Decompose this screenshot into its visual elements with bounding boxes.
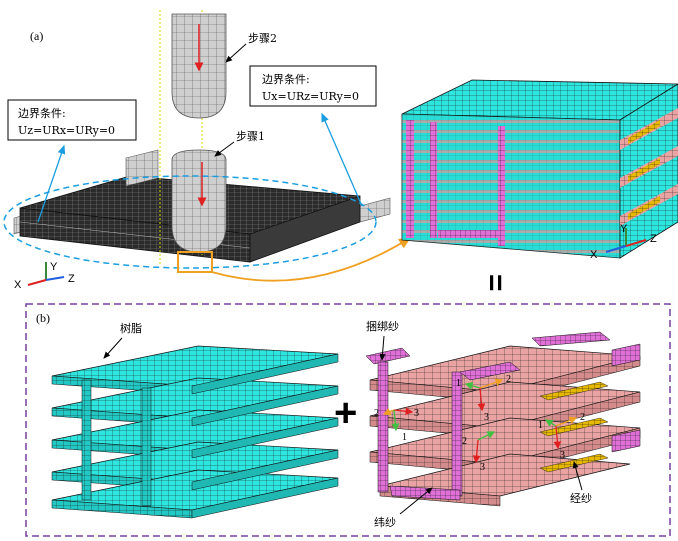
material-direction-triads: 1 2 3 2 3 1 2 3 1 2 3 [374,374,585,473]
dir-label-6: 1 [402,432,407,443]
dir-label-11: 3 [560,450,565,461]
weft-label: 纬纱 [374,516,396,529]
dir-label-4: 2 [374,408,379,419]
bc-right-leader [321,112,363,207]
panel-b-frame [25,303,671,537]
dir-label-2: 2 [506,374,511,385]
fiber-stack [365,331,641,507]
step1-arrow [214,141,235,157]
dir-label-7: 2 [462,436,467,447]
panel-b: (b) 树脂 + [36,311,641,529]
triad-right-z: Z [650,233,657,245]
impactor-step1 [171,149,227,253]
bc-right-title: 边界条件: [262,72,310,86]
bc-left-title: 边界条件: [18,106,66,120]
dir-label-5: 3 [414,408,419,419]
step2-arrow [225,43,247,63]
step2-label: 步骤2 [248,32,277,45]
bc-right-eq: Ux=URz=URy=0 [262,90,359,103]
binder-arrow [379,335,386,361]
dir-label-10: 2 [580,412,585,423]
resin-label: 树脂 [120,321,142,335]
dir-label-3: 3 [484,412,489,423]
equals-sign: = [479,274,512,292]
triad-left-z: Z [68,273,75,285]
step1-label: 步骤1 [236,130,265,143]
warp-arrow [572,461,583,491]
dir-label-9: 1 [538,420,543,431]
bc-right-box: 边界条件: Ux=URz=URy=0 [249,65,377,107]
boundary-ellipse [3,175,377,269]
dir-label-1: 1 [456,378,461,389]
dir-label-8: 3 [480,462,485,473]
warp-label: 经纱 [570,492,592,505]
impactor-step2 [171,13,227,119]
triad-right-y: Y [620,223,628,235]
rve-block [401,79,678,259]
bc-left-eq: Uz=URx=URy=0 [18,124,115,137]
triad-right-x: X [590,249,598,261]
triad-left-x: X [14,279,22,291]
bc-left-box: 边界条件: Uz=URx=URy=0 [7,99,137,141]
zoom-region [177,251,213,273]
resin-stack [51,345,339,519]
panel-a: (a) 步骤2 步骤1 [3,10,678,292]
bc-left-leader [37,144,66,223]
zoom-arrow [211,237,412,282]
triad-left-y: Y [50,261,58,273]
binder-label: 捆绑纱 [366,319,399,333]
weft-arrow [399,487,433,515]
triad-right: Y X Z [590,223,657,261]
panel-a-label: (a) [30,29,43,43]
plus-sign: + [334,391,357,435]
triad-left: Y X Z [14,261,75,291]
panel-b-label: (b) [36,311,50,325]
resin-arrow [103,337,123,359]
back-fixture [125,149,159,187]
